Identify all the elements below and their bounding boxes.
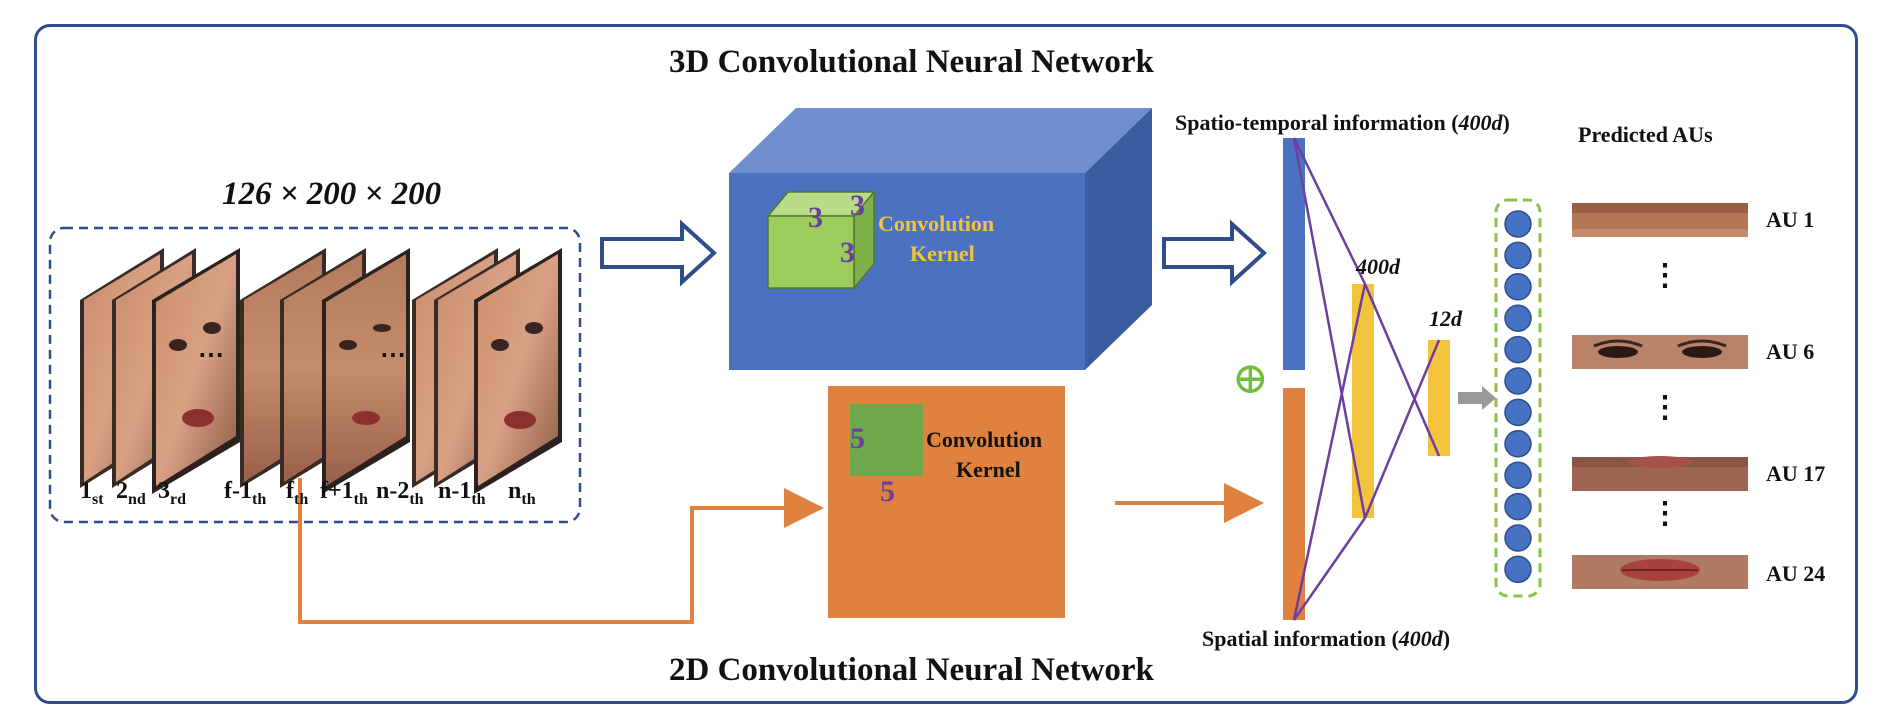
cnn3d-kernel-dim-3: 3 bbox=[840, 236, 855, 269]
output-unit bbox=[1504, 492, 1532, 521]
output-unit bbox=[1504, 304, 1532, 332]
spatio-temporal-feature-bar bbox=[1283, 138, 1305, 370]
frame-label: f-1th bbox=[224, 478, 267, 508]
cnn3d-kernel-dim-2: 3 bbox=[850, 189, 865, 222]
output-unit bbox=[1504, 241, 1532, 270]
predicted-aus-heading: Predicted AUs bbox=[1578, 122, 1713, 147]
cnn2d-kernel-label-line1: Convolution bbox=[926, 427, 1043, 452]
frame-label: nth bbox=[508, 478, 536, 508]
hidden1-dim-label: 400d bbox=[1356, 254, 1400, 279]
output-units bbox=[1504, 210, 1532, 584]
frame-label: 1st bbox=[80, 478, 104, 508]
hidden-layer-12d-bar bbox=[1428, 340, 1450, 456]
frame-label: f+1th bbox=[320, 478, 368, 508]
au6-label: AU 6 bbox=[1766, 339, 1815, 364]
output-unit bbox=[1504, 461, 1532, 489]
cnn2d-kernel-dim-1: 5 bbox=[850, 422, 865, 455]
fusion-plus-icon: ⊕ bbox=[1232, 354, 1269, 403]
input-dims: 126 × 200 × 200 bbox=[222, 176, 442, 212]
au17-image bbox=[1572, 456, 1748, 491]
au24-label: AU 24 bbox=[1766, 561, 1826, 586]
cnn2d-kernel-square bbox=[850, 404, 923, 476]
au-vdots-1: ⋮ bbox=[1650, 259, 1680, 292]
spatial-label: Spatial information (400d) bbox=[1202, 626, 1451, 651]
cnn3d-kernel-label-line1: Convolution bbox=[878, 211, 995, 236]
title-2d-cnn: 2D Convolutional Neural Network bbox=[669, 652, 1154, 688]
au1-image bbox=[1572, 203, 1748, 237]
frame-label: n-1th bbox=[438, 478, 486, 508]
output-units-box bbox=[1494, 198, 1542, 598]
output-unit bbox=[1504, 430, 1532, 458]
frame-label: n-2th bbox=[376, 478, 424, 508]
frame-stack-3 bbox=[412, 248, 562, 494]
cnn2d-kernel-label-line2: Kernel bbox=[956, 457, 1021, 482]
arrow-3dcnn-to-fusion bbox=[1162, 219, 1267, 287]
frame-label: fth bbox=[286, 478, 309, 508]
frames-ellipsis-2: ⋯ bbox=[380, 340, 406, 369]
frame-label: 3rd bbox=[158, 478, 186, 508]
au1-label: AU 1 bbox=[1766, 207, 1815, 232]
output-unit bbox=[1504, 335, 1532, 364]
arrow-fth-to-2dcnn bbox=[298, 478, 824, 624]
hidden-layer-400d-bar bbox=[1352, 284, 1374, 518]
frames-ellipsis-1: ⋯ bbox=[198, 340, 224, 369]
fc-connections bbox=[1292, 137, 1441, 621]
frame-stack-2 bbox=[240, 248, 410, 494]
au24-image bbox=[1572, 555, 1748, 589]
spatial-feature-bar bbox=[1283, 388, 1305, 620]
frame-stack-1 bbox=[80, 248, 240, 494]
output-unit bbox=[1504, 524, 1532, 552]
cnn2d-kernel-dim-2: 5 bbox=[880, 475, 895, 508]
output-unit bbox=[1504, 273, 1532, 301]
arrow-to-output bbox=[1458, 386, 1496, 410]
cnn3d-kernel-label-line2: Kernel bbox=[910, 241, 975, 266]
au-vdots-3: ⋮ bbox=[1650, 497, 1680, 530]
au6-image bbox=[1572, 335, 1748, 369]
frame-label: 2nd bbox=[116, 478, 146, 508]
output-unit bbox=[1504, 210, 1532, 238]
output-unit bbox=[1504, 367, 1532, 395]
arrow-input-to-3dcnn bbox=[600, 219, 717, 287]
au17-label: AU 17 bbox=[1766, 461, 1826, 486]
cnn3d-kernel-dim-1: 3 bbox=[808, 201, 823, 234]
spatio-temporal-label: Spatio-temporal information (400d) bbox=[1175, 110, 1510, 135]
output-unit bbox=[1504, 555, 1532, 584]
au-vdots-2: ⋮ bbox=[1650, 391, 1680, 424]
title-3d-cnn: 3D Convolutional Neural Network bbox=[669, 44, 1154, 80]
diagram-frame bbox=[34, 24, 1858, 704]
cnn3d-kernel-cube bbox=[766, 189, 876, 291]
hidden2-dim-label: 12d bbox=[1429, 306, 1462, 331]
output-unit bbox=[1504, 398, 1532, 427]
